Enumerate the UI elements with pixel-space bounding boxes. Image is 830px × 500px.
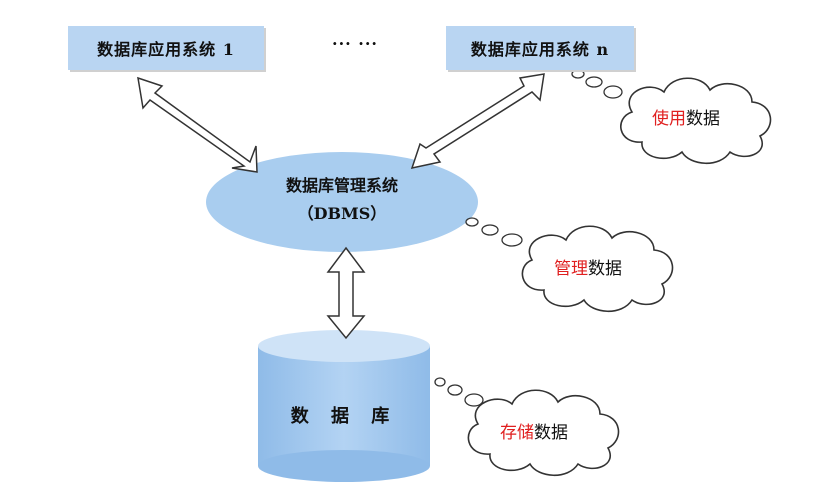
cloud-store <box>467 389 620 476</box>
cloud-use-label: 使用数据 <box>626 104 746 129</box>
app-system-n-box: 数据库应用系统 n <box>446 26 634 70</box>
dbms-ellipse <box>206 152 478 252</box>
database-label: 数 据 库 <box>290 406 398 427</box>
cloud-store-label: 存储数据 <box>474 418 594 443</box>
app-system-1-label: 数据库应用系统 1 <box>97 40 235 59</box>
thought-bubbles-use <box>571 69 623 99</box>
app-ellipsis: ··· ··· <box>332 34 378 53</box>
thought-bubbles-store <box>434 377 484 407</box>
cloud-use <box>620 77 772 164</box>
app-system-1-box: 数据库应用系统 1 <box>68 26 264 70</box>
database-cylinder <box>258 330 430 482</box>
cloud-manage-label: 管理数据 <box>528 254 648 279</box>
cloud-manage-black-text: 数据 <box>588 259 622 279</box>
thought-bubbles-manage <box>465 217 523 247</box>
cloud-use-red-text: 使用 <box>652 109 686 129</box>
cloud-manage <box>521 225 674 312</box>
dbms-title: 数据库管理系统 <box>285 176 398 195</box>
cloud-use-black-text: 数据 <box>686 109 720 129</box>
app-system-n-label: 数据库应用系统 n <box>470 40 610 59</box>
cloud-manage-red-text: 管理 <box>554 259 588 279</box>
arrow-dbms-database <box>326 246 366 340</box>
dbms-label: 数据库管理系统 （DBMS） <box>240 172 444 228</box>
arrow-appn-dbms <box>410 73 545 170</box>
cloud-store-red-text: 存储 <box>500 423 534 443</box>
cloud-store-black-text: 数据 <box>534 423 568 443</box>
dbms-abbrev: （DBMS） <box>297 204 387 223</box>
arrow-app1-dbms <box>137 76 258 173</box>
